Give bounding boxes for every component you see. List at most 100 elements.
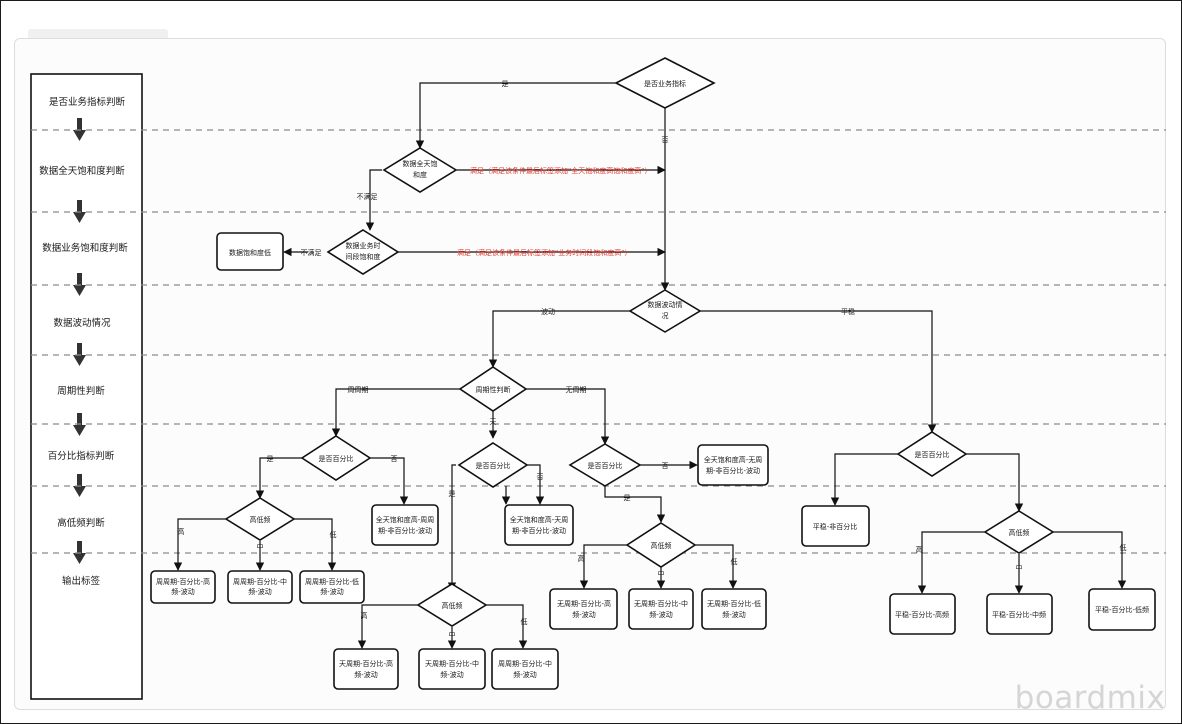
decision-frequency-no-period[interactable]: 高低频: [625, 522, 697, 568]
decision-label: 是否百分比: [319, 454, 354, 463]
decision-label-line1: 数据业务时: [346, 241, 381, 250]
stage-separators: [31, 129, 1166, 554]
decision-label: 高低频: [442, 601, 463, 610]
edge-label-mid: 中: [1016, 563, 1023, 572]
output-label-line2: 频-波动: [440, 670, 464, 679]
decision-percentage-periodic[interactable]: 是否百分比: [300, 435, 372, 481]
decision-periodicity[interactable]: 周期性判断: [458, 366, 528, 412]
stage-column: 是否业务指标判断 数据全天饱和度判断 数据业务饱和度判断 数据波动情况 周期性判…: [30, 73, 143, 700]
decision-label-line2: 间段饱和度: [346, 252, 381, 261]
output-none-high[interactable]: 无周期-百分比-高 频-波动: [549, 588, 618, 630]
decision-frequency-stable[interactable]: 高低频: [983, 510, 1055, 554]
outputs[interactable]: 数据饱和度低 全天饱和度高-周周 期-非百分比-波动 全天饱和度高-天周 期-非…: [150, 232, 1156, 690]
output-label-line1: 周周期-百分比-中: [498, 659, 552, 668]
edge-label-high: 高: [178, 527, 185, 536]
output-none-mid[interactable]: 无周期-百分比-中 频-波动: [628, 588, 694, 630]
red-notes: 满足（满足该条件最后标签添加"全天饱和度高饱和度高"） 满足（满足该条件最后标签…: [457, 166, 651, 257]
output-none-nonpct[interactable]: 全天饱和度高-无周 期-非百分比-波动: [697, 444, 769, 486]
decision-label: 是否百分比: [915, 450, 950, 459]
output-label-line2: 频-波动: [320, 587, 344, 596]
decision-frequency-day[interactable]: 高低频: [416, 583, 488, 627]
decision-label: 高低频: [1009, 528, 1030, 537]
blurred-header-text: [28, 29, 168, 39]
stage-label-percentage: 百分比指标判断: [48, 450, 115, 462]
decision-label: 周期性判断: [476, 385, 511, 394]
edge-label-no-period: 无周期: [566, 386, 587, 394]
red-note-fullday: 满足（满足该条件最后标签添加"全天饱和度高饱和度高"）: [470, 166, 651, 175]
decision-label: 是否百分比: [476, 461, 511, 470]
output-label-line1: 周周期-百分比-高: [156, 577, 210, 586]
output-label-line1: 全天饱和度高-周周: [376, 515, 435, 524]
output-week-mid[interactable]: 周周期-百分比-中 频-波动: [227, 570, 293, 604]
stage-label-fullday: 数据全天饱和度判断: [39, 165, 125, 177]
output-label-line1: 全天饱和度高-无周: [704, 455, 763, 464]
stage-label-frequency: 高低频判断: [57, 517, 105, 529]
output-label-line2: 频-波动: [354, 670, 378, 679]
output-low-saturation[interactable]: 数据饱和度低: [216, 232, 284, 271]
output-label: 平稳-百分比-高频: [895, 610, 949, 619]
stage-label-volatility: 数据波动情况: [53, 317, 111, 329]
output-label: 平稳-百分比-低频: [1095, 605, 1149, 614]
decision-label-line2: 况: [662, 312, 669, 320]
output-week-high[interactable]: 周周期-百分比-高 频-波动: [150, 570, 216, 604]
output-label-line1: 周周期-百分比-低: [305, 577, 359, 586]
decision-label-line2: 和度: [413, 170, 427, 179]
decision-percentage-day[interactable]: 是否百分比: [457, 442, 529, 488]
output-label-line1: 无周期-百分比-低: [707, 599, 761, 608]
output-day-high[interactable]: 天周期-百分比-高 频-波动: [333, 648, 399, 690]
edge-label-no: 否: [662, 136, 669, 144]
output-week-low[interactable]: 周周期-百分比-低 频-波动: [299, 570, 365, 604]
edge-label-low: 低: [521, 617, 528, 626]
edge-label-mid: 中: [257, 542, 264, 551]
output-label-line1: 无周期-百分比-中: [634, 599, 688, 608]
edge-label-high: 高: [916, 545, 923, 554]
decision-percentage-no-period[interactable]: 是否百分比: [568, 443, 642, 487]
decision-frequency-periodic[interactable]: 高低频: [224, 497, 296, 541]
edge-label-fluctuating: 波动: [541, 307, 555, 316]
decision-label-line1: 数据波动情: [648, 300, 683, 309]
output-stable-high[interactable]: 平稳-百分比-高频: [889, 593, 956, 635]
edge-label-yes: 是: [449, 490, 456, 498]
stage-label-output: 输出标签: [62, 575, 101, 587]
output-stable-low[interactable]: 平稳-百分比-低频: [1088, 588, 1156, 631]
decision-label: 是否百分比: [588, 461, 623, 470]
output-stable-mid[interactable]: 平稳-百分比-中频: [986, 593, 1053, 635]
decision-is-business[interactable]: 是否业务指标: [614, 57, 716, 109]
decisions[interactable]: 是否业务指标 数据全天饱 和度 数据业务时 间段饱和度 数据波动情 况 周期性判…: [224, 57, 1055, 627]
output-label-line1: 无周期-百分比-高: [557, 599, 611, 608]
decision-business-time-saturation[interactable]: 数据业务时 间段饱和度: [326, 229, 400, 275]
output-day-low[interactable]: 周周期-百分比-中 频-波动: [491, 648, 559, 690]
edge-label-low: 低: [330, 530, 337, 539]
output-label-line2: 频-波动: [513, 670, 537, 679]
output-label-line2: 期-非百分比-波动: [706, 466, 760, 475]
output-day-nonpct[interactable]: 全天饱和度高-天周 期-非百分比-波动: [504, 504, 574, 546]
output-label-line2: 频-波动: [248, 587, 272, 596]
decision-volatility[interactable]: 数据波动情 况: [628, 289, 702, 333]
output-week-nonpct[interactable]: 全天饱和度高-周周 期-非百分比-波动: [371, 504, 439, 546]
boardmix-watermark: boardmix: [1015, 680, 1166, 716]
decision-percentage-stable[interactable]: 是否百分比: [896, 431, 968, 477]
output-label-line2: 期-非百分比-波动: [378, 526, 432, 535]
output-none-low[interactable]: 无周期-百分比-低 频-波动: [701, 588, 767, 630]
decision-fullday-saturation[interactable]: 数据全天饱 和度: [382, 147, 458, 193]
stage-label-business: 是否业务指标判断: [49, 96, 126, 108]
stage-label-periodicity: 周期性判断: [57, 385, 105, 397]
edge-label-mid: 中: [449, 630, 456, 639]
red-note-business: 满足（满足该条件最后标签添加"业务时间段饱和度高"）: [457, 248, 631, 257]
edge-labels: 是 否 不满足 不满足 波动 平稳 周周期 天 无周期 是 否 高 中 低 是 …: [178, 80, 1127, 639]
edge-label-day: 天: [490, 418, 497, 426]
edge-label-yes: 是: [624, 494, 631, 502]
edge-label-not-satisfied: 不满足: [301, 248, 322, 257]
output-label-line1: 周周期-百分比-中: [233, 577, 287, 586]
output-stable-nonpct[interactable]: 平稳-非百分比: [801, 505, 870, 547]
output-label-line2: 频-波动: [171, 587, 195, 596]
output-label-line2: 期-非百分比-波动: [512, 526, 566, 535]
edge-label-low: 低: [1120, 543, 1127, 552]
output-label-line2: 频-波动: [722, 610, 746, 619]
output-day-mid[interactable]: 天周期-百分比-中 频-波动: [418, 648, 486, 690]
stage-label-business-time: 数据业务饱和度判断: [42, 242, 128, 254]
edge-label-mid: 中: [658, 569, 665, 578]
edge-label-no: 否: [391, 455, 398, 463]
output-label-line2: 频-波动: [572, 610, 596, 619]
